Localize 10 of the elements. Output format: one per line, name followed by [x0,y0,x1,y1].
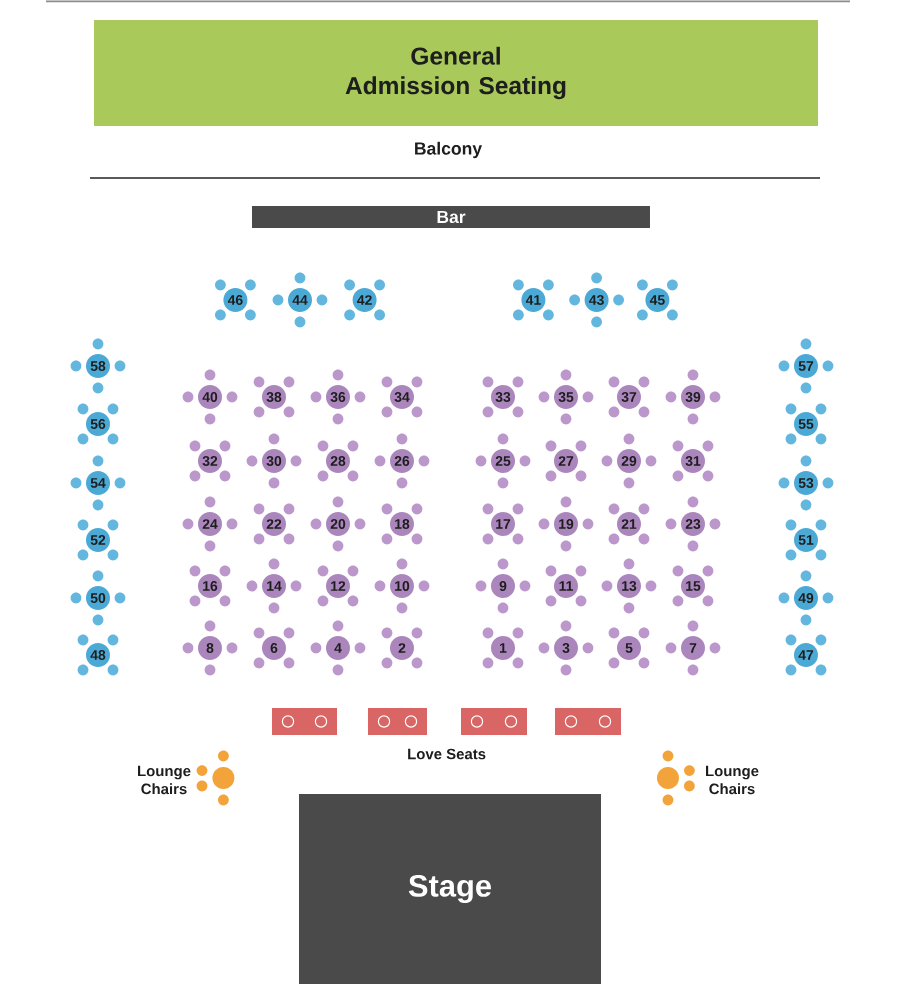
love-seat [555,708,621,735]
love-seat [368,708,427,735]
bar-counter: Bar [252,206,650,228]
love-seat [272,708,337,735]
area-label: Balcony [415,141,482,159]
lounge-table [212,767,235,789]
love-seat [461,708,527,735]
seating-area: General Admission Seating [94,20,818,126]
stage-block: Stage [299,794,601,984]
lounge-table [657,767,679,789]
